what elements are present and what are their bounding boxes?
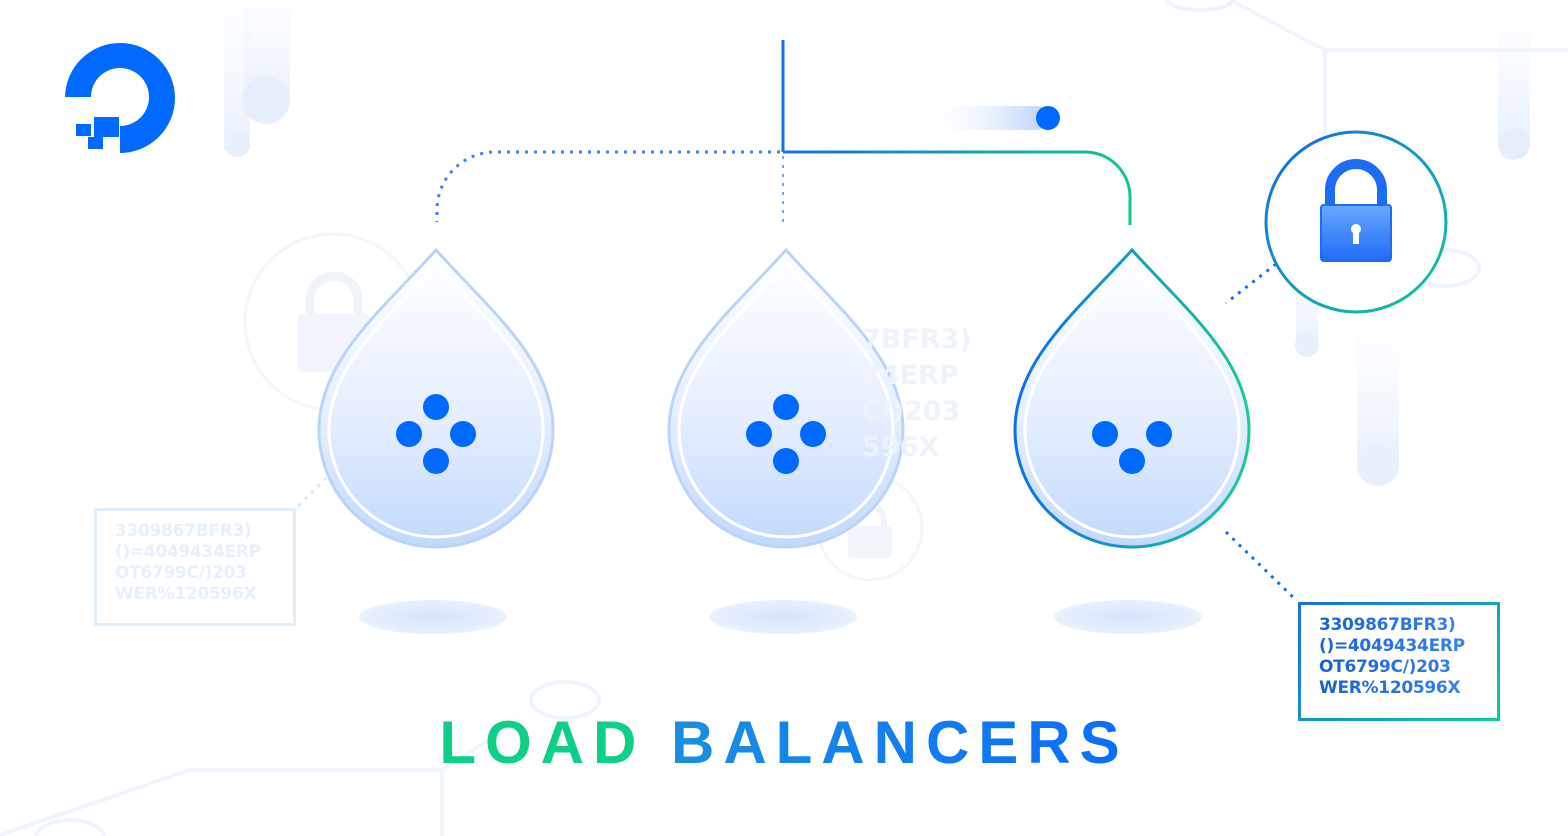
code-line: ()=4049434ERP (115, 542, 261, 562)
droplet-node-right (1013, 247, 1251, 549)
code-line: ()=4049434ERP (1319, 636, 1497, 657)
title-word-balancers: BALANCERS (670, 709, 1129, 776)
droplet-dots-icon (746, 394, 826, 474)
padlock-icon (1264, 130, 1448, 314)
encrypted-code-box: 3309867BFR3) ()=4049434ERP OT6799C/)203 … (1298, 602, 1500, 721)
ghost-code-line: 34ERP (862, 360, 959, 391)
code-line: 3309867BFR3) (1319, 615, 1497, 636)
page-title: LOAD BALANCERS (0, 708, 1568, 778)
code-line: 3309867BFR3) (115, 521, 252, 541)
droplet-node-center (667, 247, 905, 549)
ghost-code-line: 596X (862, 432, 940, 463)
ghost-code-line: 7BFR3) (862, 324, 972, 355)
ghost-code-text: 7BFR3) 34ERP C/)203 596X (862, 322, 972, 466)
ghost-code-line: C/)203 (862, 396, 961, 427)
data-packet-icon (920, 106, 1060, 130)
code-line: WER%120596X (115, 584, 257, 604)
code-line: WER%120596X (1319, 678, 1497, 699)
code-line: OT6799C/)203 (1319, 657, 1497, 678)
droplet-node-left (317, 247, 555, 549)
title-word-load: LOAD (439, 709, 646, 776)
encrypted-code-box-faded: 3309867BFR3) ()=4049434ERP OT6799C/)203 … (94, 508, 296, 626)
digitalocean-logo-icon (65, 43, 175, 153)
code-line: OT6799C/)203 (115, 563, 247, 583)
droplet-shadows (359, 600, 1202, 634)
connector-lines (294, 40, 1298, 602)
droplet-dots-icon (1092, 421, 1172, 474)
droplet-dots-icon (396, 394, 476, 474)
